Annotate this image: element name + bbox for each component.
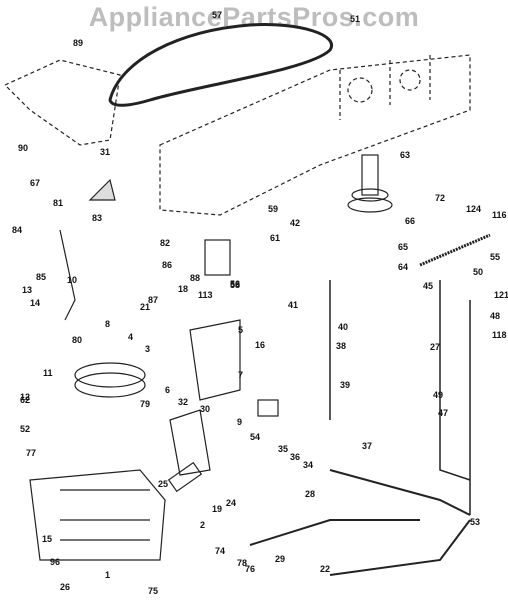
callout-47: 47 [438,408,448,418]
callout-52: 52 [20,424,30,434]
callout-85: 85 [36,272,46,282]
callout-90: 90 [18,143,28,153]
callout-116: 116 [492,210,507,220]
callout-15: 15 [42,534,52,544]
callout-62: 62 [20,395,30,405]
callout-78: 78 [237,558,247,568]
callout-121: 121 [494,290,508,300]
callout-4: 4 [128,332,133,342]
callout-5: 5 [238,325,243,335]
callout-6: 6 [165,385,170,395]
callout-32: 32 [178,397,188,407]
callout-16: 16 [255,340,265,350]
callout-80: 80 [72,335,82,345]
callout-48: 48 [490,311,500,321]
callout-31: 31 [100,147,110,157]
callout-45: 45 [423,281,433,291]
callout-39: 39 [340,380,350,390]
belt [108,23,333,107]
callout-88: 88 [190,273,200,283]
callout-96: 96 [50,557,60,567]
callout-76: 76 [245,564,255,574]
callout-26: 26 [60,582,70,592]
watermark: AppliancePartsPros.com [88,2,420,32]
callout-29: 29 [275,554,285,564]
left-frame [3,59,121,146]
frame-assembly [159,54,471,216]
callout-72: 72 [435,193,445,203]
callout-49: 49 [433,390,443,400]
callout-19: 19 [212,504,222,514]
callout-124: 124 [466,204,481,214]
callout-83: 83 [92,213,102,223]
spring-55 [419,233,491,267]
callout-13: 13 [22,285,32,295]
callout-37: 37 [362,441,372,451]
callout-41: 41 [288,300,298,310]
callout-79: 79 [140,399,150,409]
callout-9: 9 [237,417,242,427]
callout-55: 55 [490,252,500,262]
callout-53: 53 [470,517,480,527]
callout-25: 25 [158,479,168,489]
callout-11: 11 [43,368,53,378]
callout-1: 1 [105,570,110,580]
callout-64: 64 [398,262,408,272]
callout-35: 35 [278,444,288,454]
callout-59: 59 [268,204,278,214]
callout-24: 24 [226,498,236,508]
callout-2: 2 [200,520,205,530]
callout-28: 28 [305,489,315,499]
callout-56: 56 [230,279,240,289]
callout-77: 77 [26,448,36,458]
callout-84: 84 [12,225,22,235]
callout-50: 50 [473,267,483,277]
callout-61: 61 [270,233,280,243]
callout-27: 27 [430,342,440,352]
callout-40: 40 [338,322,348,332]
callout-65: 65 [398,242,408,252]
callout-118: 118 [492,330,507,340]
callout-34: 34 [303,460,313,470]
callout-57: 57 [212,10,222,20]
callout-86: 86 [162,260,172,270]
callout-81: 81 [53,198,63,208]
callout-67: 67 [30,178,40,188]
callout-75: 75 [148,586,158,596]
callout-89: 89 [73,38,83,48]
callout-21: 21 [140,302,150,312]
callout-66: 66 [405,216,415,226]
callout-7: 7 [238,370,243,380]
callout-63: 63 [400,150,410,160]
callout-18: 18 [178,284,188,294]
callout-74: 74 [215,546,225,556]
callout-82: 82 [160,238,170,248]
callout-58: 58 [230,280,240,290]
callout-113: 113 [198,290,213,300]
callout-54: 54 [250,432,260,442]
callout-30: 30 [200,404,210,414]
callout-87: 87 [148,295,158,305]
callout-10: 10 [67,275,77,285]
callout-38: 38 [336,341,346,351]
callout-12: 12 [20,392,30,402]
callout-8: 8 [105,319,110,329]
callout-14: 14 [30,298,40,308]
callout-3: 3 [145,344,150,354]
callout-36: 36 [290,452,300,462]
callout-22: 22 [320,564,330,574]
callout-51: 51 [350,14,360,24]
callout-42: 42 [290,218,300,228]
transaxle [29,469,166,561]
